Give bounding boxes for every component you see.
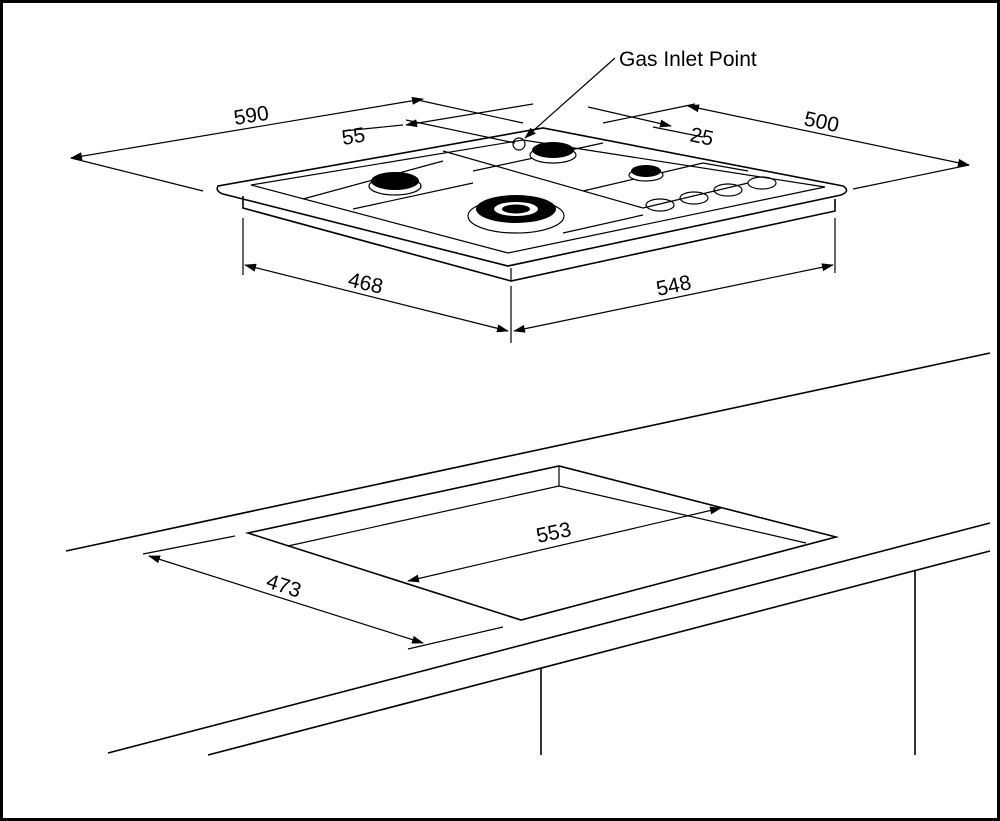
cutout-outline bbox=[244, 465, 840, 621]
burner-rear-center bbox=[529, 142, 577, 164]
dim-548: 548 bbox=[654, 271, 693, 301]
dim-468: 468 bbox=[346, 268, 385, 298]
hob-top-outline bbox=[216, 127, 848, 267]
dim-55: 55 bbox=[340, 124, 367, 150]
dim-590: 590 bbox=[232, 102, 270, 130]
hob-dimension-lines bbox=[70, 57, 970, 343]
dim-473: 473 bbox=[263, 570, 303, 603]
control-knobs bbox=[645, 176, 777, 212]
cutout-dimension-lines bbox=[142, 506, 722, 650]
burner-wok bbox=[467, 195, 565, 234]
hob-top-inner bbox=[250, 139, 826, 254]
gas-inlet-point bbox=[512, 137, 526, 151]
hob bbox=[216, 127, 848, 282]
burner-rear-left bbox=[368, 172, 422, 196]
dim-500: 500 bbox=[802, 107, 841, 137]
gas-inlet-label: Gas Inlet Point bbox=[619, 48, 757, 71]
hob-installation-diagram: Gas Inlet Point 590 55 25 500 468 548 55… bbox=[65, 48, 991, 756]
burner-right-small bbox=[628, 165, 664, 182]
dim-25: 25 bbox=[688, 123, 716, 150]
countertop bbox=[65, 352, 991, 756]
